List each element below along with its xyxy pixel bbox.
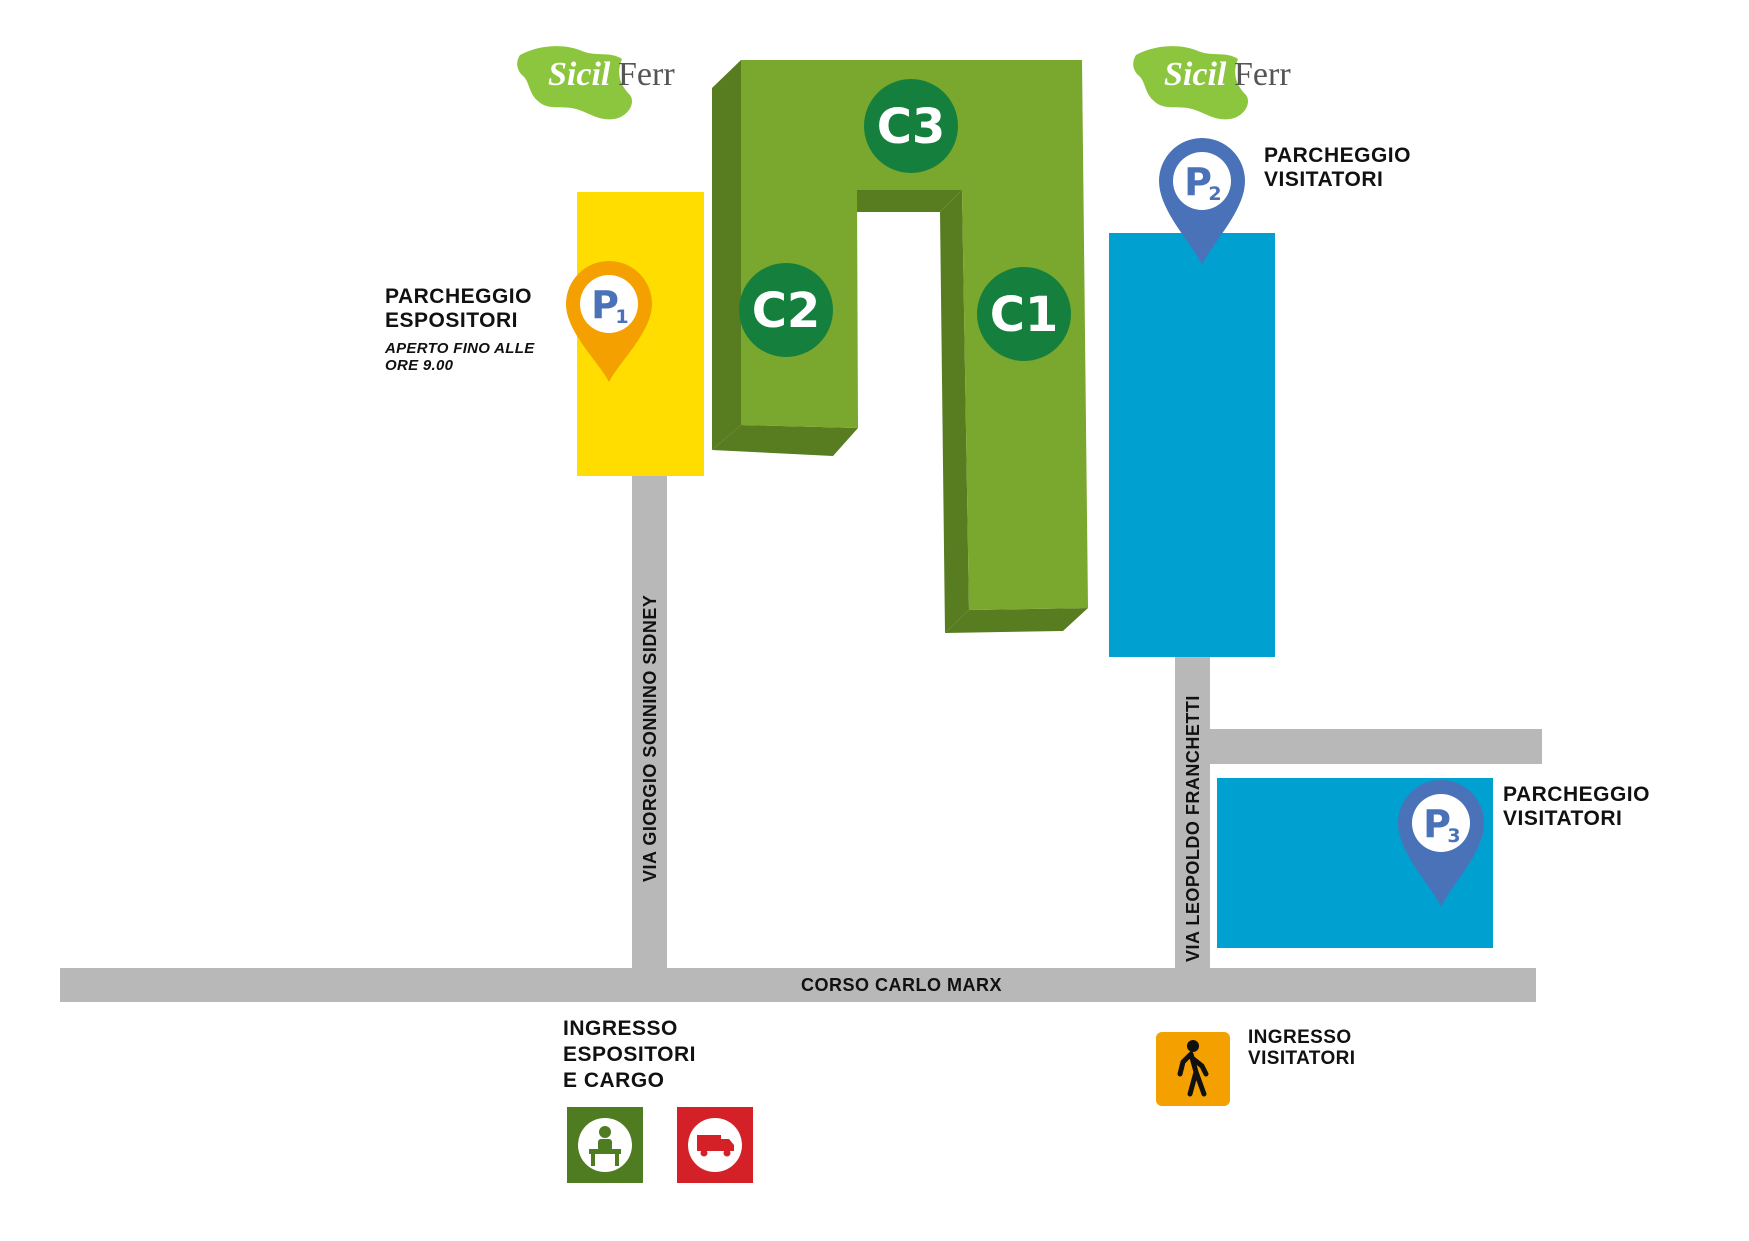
road-east-branch [1208, 729, 1542, 764]
street-label-via-giorgio-sonnino-sidney: VIA GIORGIO SONNINO SIDNEY [640, 594, 660, 882]
entrance-exhibitors-line3: E CARGO [563, 1069, 665, 1093]
parking-area-p2 [1109, 233, 1275, 657]
entrance-visitors-line2: VISITATORI [1248, 1048, 1356, 1070]
sicily-shape-icon [1133, 46, 1249, 120]
sicilferr-logo-left: Sicil Ferr [517, 46, 675, 120]
badge-c2-label: C2 [752, 283, 821, 339]
parking-p3-title-line1: PARCHEGGIO [1503, 783, 1650, 806]
logo-right-text-a: Sicil [1164, 56, 1227, 93]
cargo-truck-icon[interactable] [677, 1107, 753, 1183]
building-left-bottom [712, 425, 858, 456]
building-right-bottom [945, 608, 1088, 633]
entrance-exhibitors-line1: INGRESSO [563, 1017, 678, 1040]
badge-c3: C3 [864, 79, 958, 173]
logo-left-text-b: Ferr [618, 56, 675, 93]
entrance-exhibitors-line2: ESPOSITORI [563, 1043, 696, 1067]
sicily-shape-icon [517, 46, 633, 120]
building-left-side [712, 60, 741, 450]
entrance-visitors-label: INGRESSO VISITATORI [1248, 1027, 1355, 1070]
parking-p3-title-line2: VISITATORI [1503, 806, 1623, 830]
street-label-via-leopoldo-franchetti: VIA LEOPOLDO FRANCHETTI [1183, 695, 1203, 962]
logo-right-text-b: Ferr [1234, 56, 1291, 93]
roads [60, 474, 1542, 1002]
parking-p1-title-line1: PARCHEGGIO [385, 285, 532, 308]
road-via-leopoldo-franchetti [1175, 656, 1210, 974]
pin-p3-number: 3 [1447, 825, 1460, 847]
parking-p1-note: APERTO FINO ALLE ORE 9.00 [385, 340, 535, 375]
pedestrian-icon[interactable] [1156, 1032, 1230, 1106]
parking-p3-label: PARCHEGGIO VISITATORI [1503, 783, 1650, 830]
parking-p2-label: PARCHEGGIO VISITATORI [1264, 144, 1411, 191]
entrance-exhibitors-label: INGRESSO ESPOSITORI E CARGO [563, 1016, 696, 1094]
parking-pin-p1[interactable]: P 1 [566, 261, 652, 382]
road-corso-carlo-marx [60, 968, 1536, 1002]
sicilferr-logo-right: Sicil Ferr [1133, 46, 1291, 120]
parking-p2-title-line1: PARCHEGGIO [1264, 144, 1411, 167]
pin-p1-letter: P [591, 283, 619, 327]
entrance-visitors-line1: INGRESSO [1248, 1027, 1352, 1048]
badge-c1-label: C1 [990, 287, 1059, 343]
parking-pin-p2[interactable]: P 2 [1159, 138, 1245, 265]
badge-c3-label: C3 [877, 99, 946, 155]
badge-c1: C1 [977, 267, 1071, 361]
pin-p3-letter: P [1423, 802, 1451, 846]
parking-p1-label: PARCHEGGIO ESPOSITORI [385, 285, 532, 332]
road-via-giorgio-sonnino-sidney [632, 474, 667, 974]
logo-left-text-a: Sicil [548, 56, 611, 93]
reception-desk-icon[interactable] [567, 1107, 643, 1183]
pin-p2-letter: P [1184, 160, 1212, 204]
building-inner-side [940, 190, 969, 633]
pin-p2-number: 2 [1208, 183, 1221, 205]
street-label-corso-carlo-marx: CORSO CARLO MARX [801, 975, 1002, 995]
parking-pin-p3[interactable]: P 3 [1398, 780, 1484, 907]
badge-c2: C2 [739, 263, 833, 357]
parking-p1-title-line2: ESPOSITORI [385, 308, 518, 332]
exhibition-building [712, 60, 1088, 633]
parking-p2-title-line2: VISITATORI [1264, 167, 1384, 191]
building-inner-top [857, 190, 962, 212]
building-front-face [741, 60, 1088, 610]
parking-p1-note-line2: ORE 9.00 [385, 356, 454, 374]
parking-p1-note-line1: APERTO FINO ALLE [385, 340, 535, 357]
pin-p1-number: 1 [615, 306, 628, 328]
